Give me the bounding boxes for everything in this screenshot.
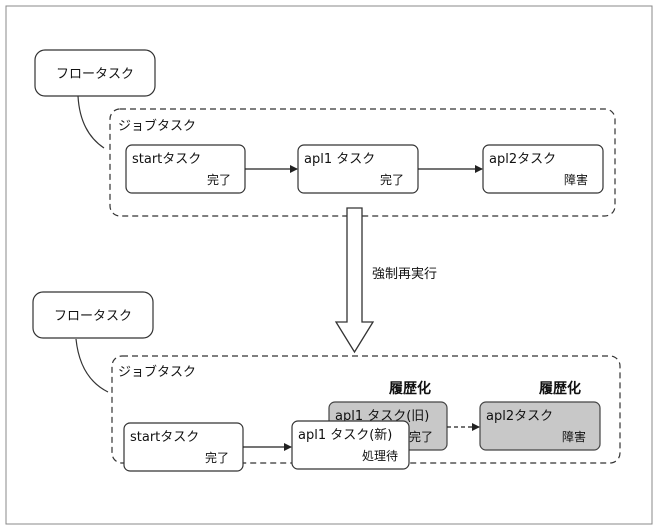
history-label-apl2: 履歴化 bbox=[539, 380, 581, 397]
bottom-apl1-new-task-box bbox=[291, 420, 410, 470]
bottom-job-task-label: ジョブタスク bbox=[118, 364, 196, 380]
top-apl2-task-status: 障害 bbox=[564, 172, 588, 187]
bottom-apl2-task-name: apl2タスク bbox=[486, 409, 553, 424]
bottom-flow-task-label: フロータスク bbox=[54, 309, 132, 324]
top-apl1-task-status: 完了 bbox=[380, 172, 404, 187]
top-flow-task-bubble bbox=[34, 49, 156, 97]
bottom-start-task-name: startタスク bbox=[130, 430, 199, 445]
top-start-task-status: 完了 bbox=[207, 172, 231, 187]
bottom-apl2-task-status: 障害 bbox=[562, 429, 586, 444]
top-apl2-task-box bbox=[482, 144, 604, 194]
forced-rerun-label: 強制再実行 bbox=[372, 266, 437, 282]
top-flow-task-callout-tail bbox=[77, 95, 105, 149]
top-section: フロータスク ジョブタスク startタスク 完了 apl1 タスク 完了 ap… bbox=[34, 49, 616, 217]
bottom-flow-task-callout-tail bbox=[75, 338, 109, 393]
top-apl1-task-name: apl1 タスク bbox=[304, 152, 375, 167]
bottom-apl1-old-task-status: 完了 bbox=[409, 429, 433, 444]
forced-rerun-arrow bbox=[334, 207, 375, 354]
bottom-flow-task-bubble bbox=[32, 291, 154, 339]
top-apl2-task-name: apl2タスク bbox=[489, 152, 556, 167]
bottom-apl2-task-box bbox=[479, 401, 601, 451]
top-start-task-name: startタスク bbox=[132, 152, 201, 167]
bottom-apl1-old-task-name: apl1 タスク(旧) bbox=[335, 409, 429, 424]
top-flow-task-label: フロータスク bbox=[56, 67, 134, 82]
bottom-apl1-new-task-name: apl1 タスク(新) bbox=[298, 427, 392, 443]
top-job-task-label: ジョブタスク bbox=[118, 118, 196, 134]
bottom-apl1-new-task-status: 処理待 bbox=[362, 449, 398, 463]
bottom-section: フロータスク ジョブタスク 履歴化 履歴化 apl1 タスク(旧) 完了 apl… bbox=[32, 291, 621, 472]
bottom-start-task-status: 完了 bbox=[205, 450, 229, 465]
history-label-apl1: 履歴化 bbox=[389, 380, 431, 397]
